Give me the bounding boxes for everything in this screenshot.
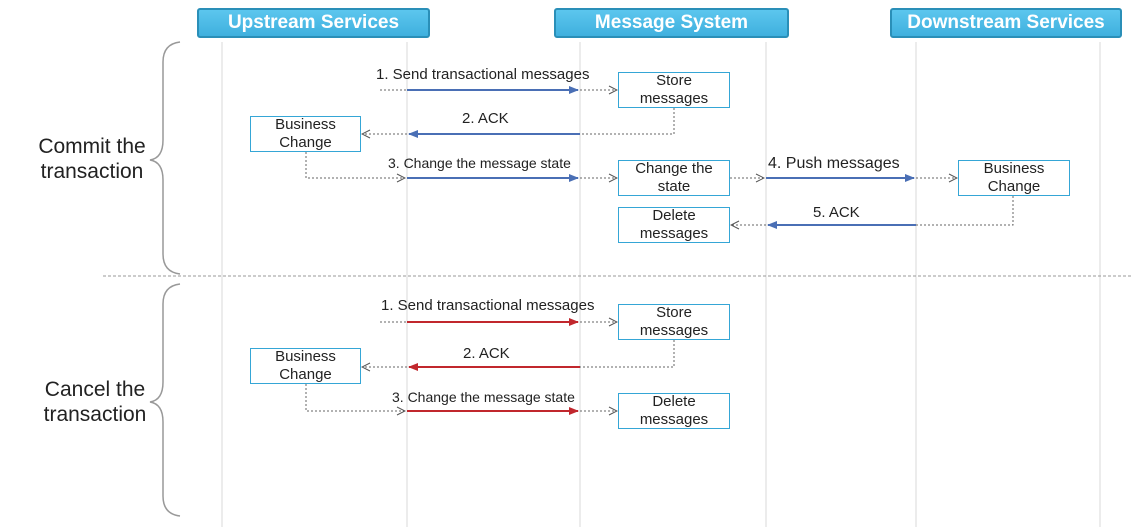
commit-delete-line1: Delete <box>652 207 696 224</box>
cancel-store-line2: messages <box>639 322 709 339</box>
cancel-business-change-upstream-box: Business Change <box>250 348 361 384</box>
commit-business-change-downstream-box: Business Change <box>958 160 1070 196</box>
cancel-step3-label: 3. Change the message state <box>392 389 575 405</box>
phase-commit-line2: transaction <box>40 160 144 183</box>
cancel-store-messages-box: Store messages <box>618 304 730 340</box>
commit-change-state-box: Change the state <box>618 160 730 196</box>
commit-step3-label: 3. Change the message state <box>388 155 571 171</box>
commit-step4-label: 4. Push messages <box>768 155 900 172</box>
commit-business-change-upstream-box: Business Change <box>250 116 361 152</box>
header-message-system: Message System <box>554 8 789 38</box>
commit-store-line2: messages <box>639 90 709 107</box>
commit-step1-label: 1. Send transactional messages <box>376 66 590 83</box>
brace-cancel <box>149 283 181 517</box>
cancel-delete-messages-box: Delete messages <box>618 393 730 429</box>
commit-step2-dotted-return <box>580 108 675 135</box>
phase-cancel-line1: Cancel the <box>44 378 146 401</box>
phase-label-cancel: Cancel the transaction <box>25 377 165 427</box>
cancel-step3-dotted-in <box>305 384 405 411</box>
cancel-step1-label: 1. Send transactional messages <box>381 297 595 314</box>
commit-business-up-line1: Business <box>275 116 336 133</box>
cancel-step2-label: 2. ACK <box>463 345 510 362</box>
phase-label-commit: Commit the transaction <box>22 134 162 184</box>
commit-step3-dotted-in <box>305 152 405 178</box>
commit-delete-messages-box: Delete messages <box>618 207 730 243</box>
cancel-step2-dotted-return <box>580 340 675 368</box>
commit-change-state-line1: Change the <box>635 160 713 177</box>
brace-commit <box>149 41 181 275</box>
header-downstream-services: Downstream Services <box>890 8 1122 38</box>
commit-delete-line2: messages <box>639 225 709 242</box>
phase-cancel-line2: transaction <box>43 403 147 426</box>
commit-store-line1: Store <box>656 72 692 89</box>
header-upstream-services: Upstream Services <box>197 8 430 38</box>
commit-business-down-line1: Business <box>983 160 1045 177</box>
commit-store-messages-box: Store messages <box>618 72 730 108</box>
cancel-delete-line2: messages <box>639 411 709 428</box>
cancel-delete-line1: Delete <box>652 393 696 410</box>
phase-commit-line1: Commit the <box>38 135 146 158</box>
cancel-business-up-line1: Business <box>275 348 336 365</box>
cancel-store-line1: Store <box>656 304 692 321</box>
commit-step2-label: 2. ACK <box>462 110 509 127</box>
commit-step5-label: 5. ACK <box>813 204 860 221</box>
commit-business-up-line2: Change <box>279 134 332 151</box>
commit-business-down-line2: Change <box>987 178 1041 195</box>
commit-step5-dotted-return <box>916 196 1014 226</box>
commit-change-state-line2: state <box>657 178 691 195</box>
cancel-business-up-line2: Change <box>279 366 332 383</box>
lifelines <box>221 42 1101 527</box>
